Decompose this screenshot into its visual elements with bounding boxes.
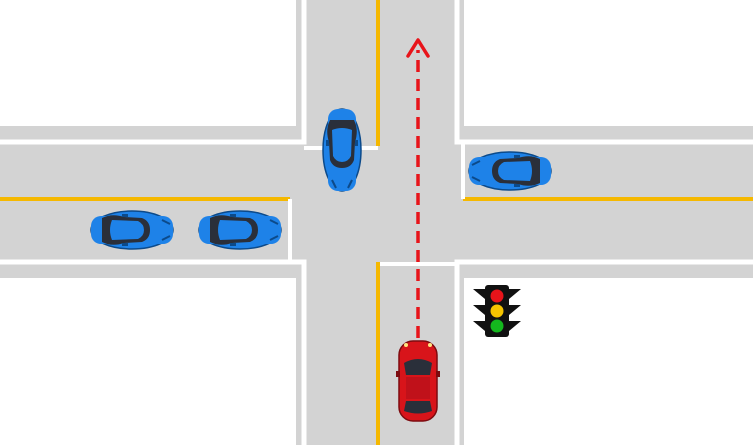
- car-eastbound-left-1: [90, 210, 174, 250]
- yellow-light: [490, 304, 504, 318]
- red-light: [490, 289, 504, 303]
- car-westbound-right: [468, 151, 552, 191]
- path-arrow: [406, 38, 430, 338]
- traffic-light: [473, 285, 521, 337]
- green-light: [490, 319, 504, 333]
- car-southbound-top: [322, 108, 362, 192]
- car-eastbound-left-2: [198, 210, 282, 250]
- player-red-car: [395, 340, 441, 422]
